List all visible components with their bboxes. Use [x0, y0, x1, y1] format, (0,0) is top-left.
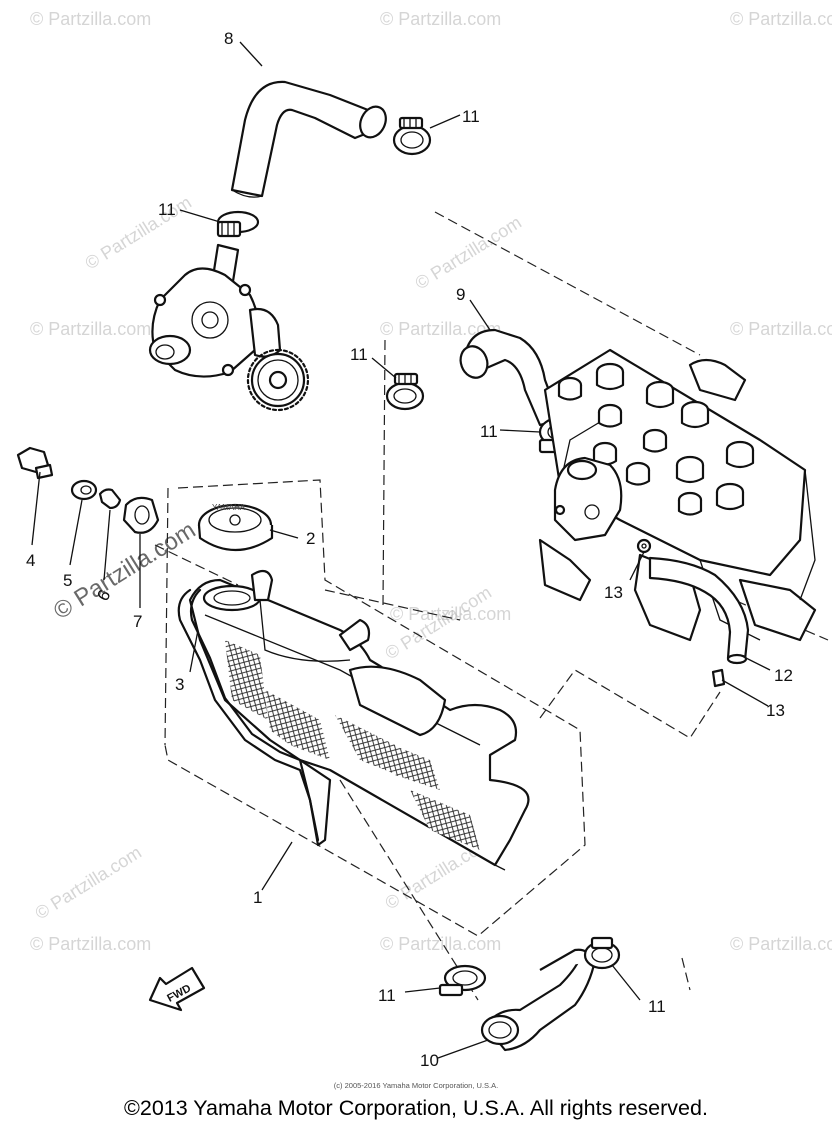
radiator-cap-2: YAMAHA: [197, 503, 274, 552]
watermark: © Partzilla.com: [30, 319, 151, 339]
leader-lines: [31, 41, 771, 1059]
callout-11f: 11: [648, 997, 666, 1016]
washer-5: [70, 479, 98, 501]
watermark: © Partzilla.com: [30, 934, 151, 954]
watermark: © Partzilla.com: [390, 604, 511, 624]
pump-drive-gear: [246, 348, 309, 412]
collar-6: [98, 488, 122, 510]
callout-3: 3: [175, 675, 184, 694]
callout-2: 2: [306, 529, 315, 548]
callout-13b: 13: [766, 701, 785, 720]
hose-clamp-pump: [216, 210, 260, 238]
callout-11e: 11: [378, 986, 396, 1005]
callout-11d: 11: [480, 422, 498, 441]
hose-clamp-lower-right: [583, 936, 621, 970]
callout-9: 9: [456, 285, 465, 304]
callout-11a: 11: [462, 107, 480, 126]
overflow-hose-3: [177, 588, 320, 842]
copyright-notice: ©2013 Yamaha Motor Corporation, U.S.A. A…: [124, 1096, 708, 1120]
water-pump: [148, 243, 282, 378]
bypass-pipe-12: [648, 556, 750, 665]
bolt-4: [16, 446, 54, 480]
watermark: © Partzilla.com: [30, 9, 151, 29]
watermark: © Partzilla.com: [730, 9, 832, 29]
callout-7: 7: [133, 612, 142, 631]
callout-1: 1: [253, 888, 262, 907]
watermark: © Partzilla.com: [32, 842, 145, 923]
callout-11b: 11: [158, 200, 176, 219]
hose-clamp-lower-left: [438, 964, 487, 997]
callout-10: 10: [420, 1051, 439, 1070]
callout-5: 5: [63, 571, 72, 590]
callout-12: 12: [774, 666, 793, 685]
upper-hose-8: [230, 80, 387, 198]
small-credit: (c) 2005-2016 Yamaha Motor Corporation, …: [333, 1081, 499, 1090]
callout-4: 4: [26, 551, 35, 570]
watermark: © Partzilla.com: [412, 212, 525, 293]
lower-hose-10: [480, 948, 597, 1052]
watermark: © Partzilla.com: [380, 934, 501, 954]
clip-13b: [711, 668, 726, 688]
hose-clamp-left: [385, 372, 425, 411]
thermostat-housing: [553, 456, 623, 542]
watermark: © Partzilla.com: [380, 9, 501, 29]
cap-label: YAMAHA: [212, 503, 246, 512]
radiator-1: [188, 569, 530, 871]
callout-11c: 11: [350, 345, 368, 364]
head-nuts: [557, 362, 755, 516]
hose-9: [459, 328, 562, 427]
callout-8: 8: [224, 29, 233, 48]
watermark: © Partzilla.com: [82, 192, 195, 273]
watermark: © Partzilla.com: [380, 319, 501, 339]
watermark: © Partzilla.com: [730, 934, 832, 954]
forward-arrow: FWD: [148, 966, 206, 1012]
watermark: © Partzilla.com: [730, 319, 832, 339]
hose-clamp-upper: [392, 116, 432, 156]
grommet-7: [122, 496, 160, 534]
callout-13a: 13: [604, 583, 623, 602]
clip-13a: [636, 538, 652, 554]
